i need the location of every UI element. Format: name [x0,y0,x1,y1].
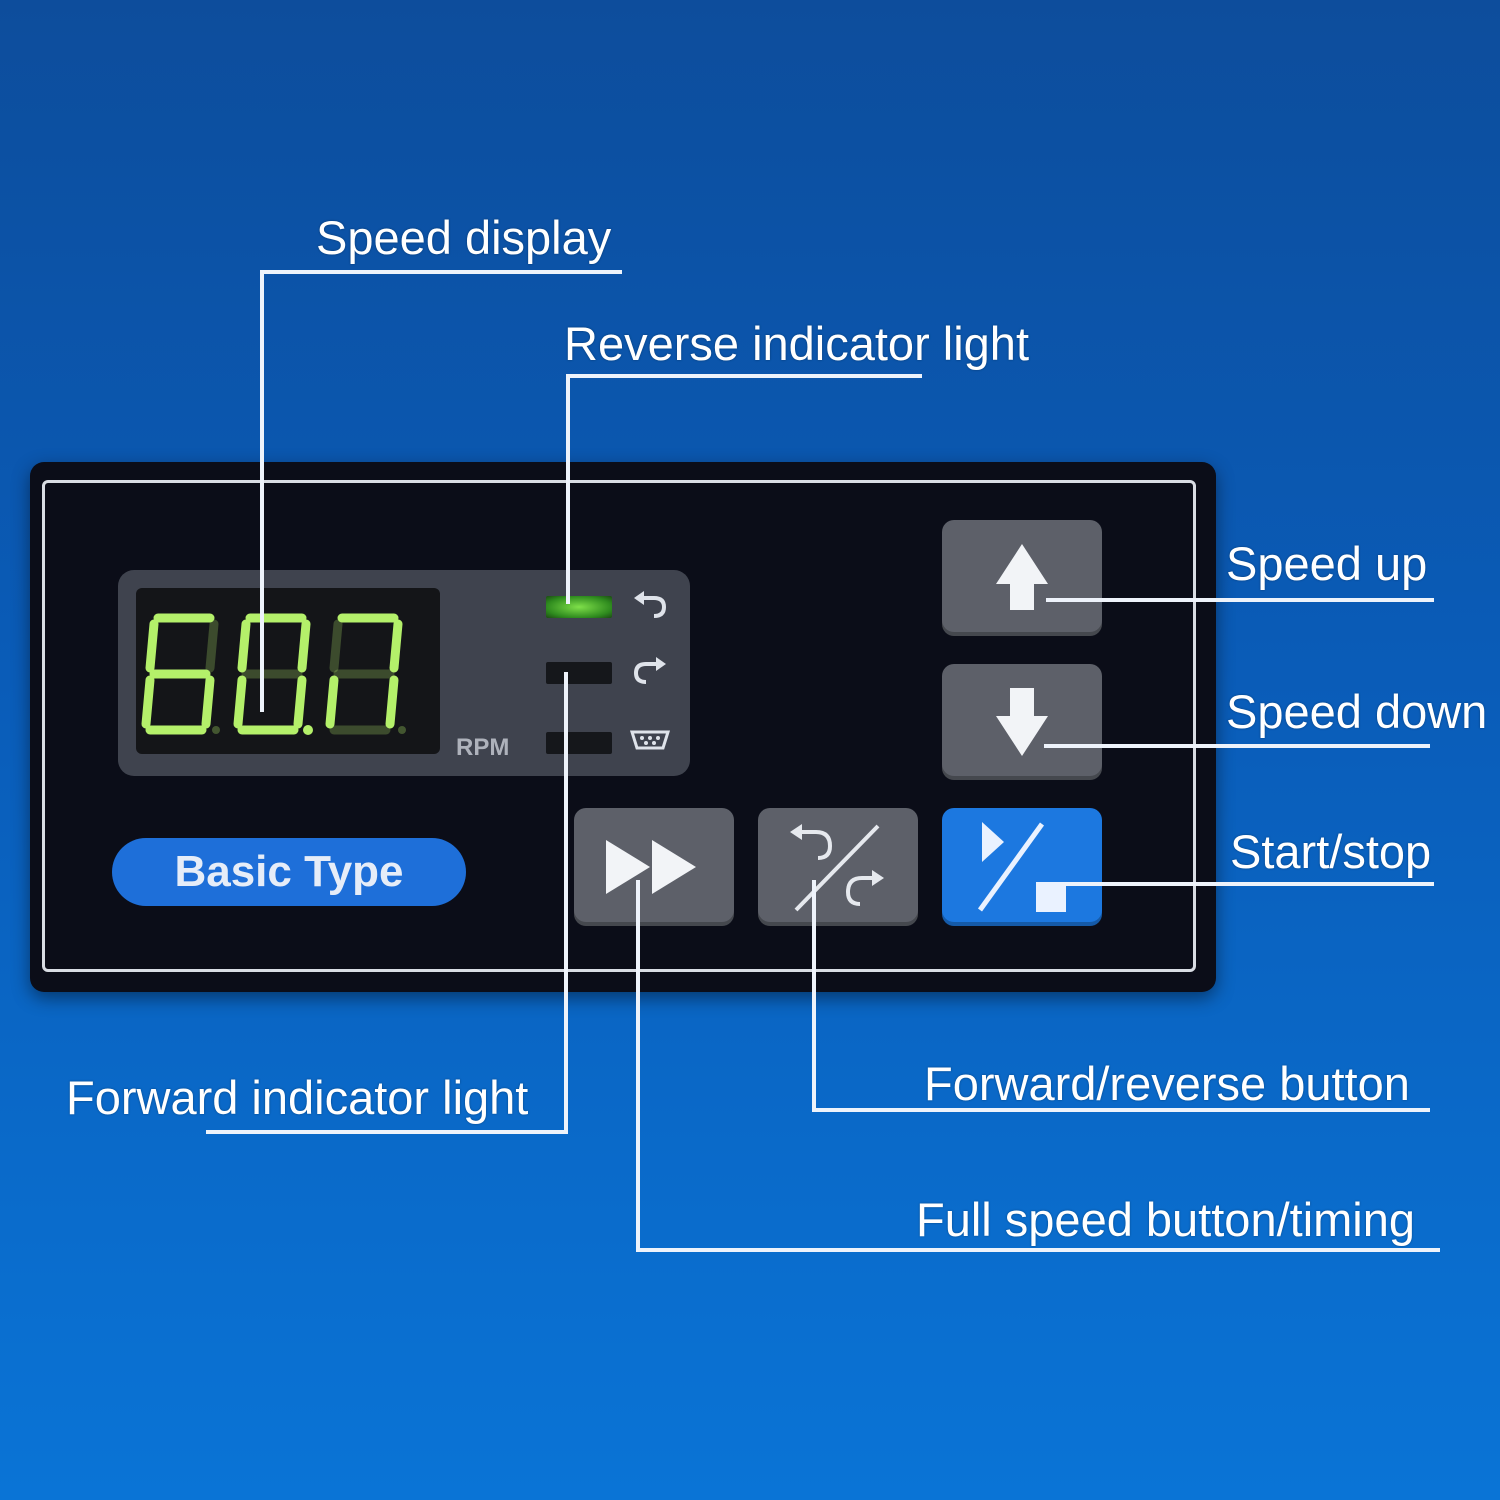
forward-indicator-led [546,662,612,684]
serial-indicator-led [546,732,612,754]
label-full-speed-button: Full speed button/timing [916,1193,1416,1246]
play-stop-icon [977,822,1066,912]
speed-display [136,588,440,754]
control-panel: RPM Basic Type [30,462,1216,992]
reverse-indicator-led [546,596,612,618]
serial-port-icon [630,730,670,750]
start-stop-button[interactable] [942,808,1102,926]
label-speed-down: Speed down [1226,685,1488,738]
seven-segment-digits [141,613,406,735]
reverse-arrow-icon [634,591,667,618]
forward-arrow-icon [633,657,666,684]
fast-forward-icon [606,840,696,894]
speed-up-button[interactable] [942,520,1102,636]
label-reverse-indicator: Reverse indicator light [564,317,1029,370]
arrow-up-icon [996,544,1048,610]
full-speed-button[interactable] [574,808,734,926]
basic-type-badge: Basic Type [112,838,466,906]
arrow-down-icon [996,688,1048,756]
speed-down-button[interactable] [942,664,1102,780]
label-speed-up: Speed up [1226,537,1428,590]
rpm-unit-label: RPM [456,734,510,761]
label-forward-reverse-button: Forward/reverse button [924,1057,1410,1110]
label-speed-display: Speed display [316,211,612,264]
display-window: RPM [118,570,690,776]
label-forward-indicator: Forward indicator light [66,1071,529,1124]
forward-reverse-button[interactable] [758,808,918,926]
direction-toggle-icon [790,824,884,912]
label-start-stop: Start/stop [1230,825,1432,878]
